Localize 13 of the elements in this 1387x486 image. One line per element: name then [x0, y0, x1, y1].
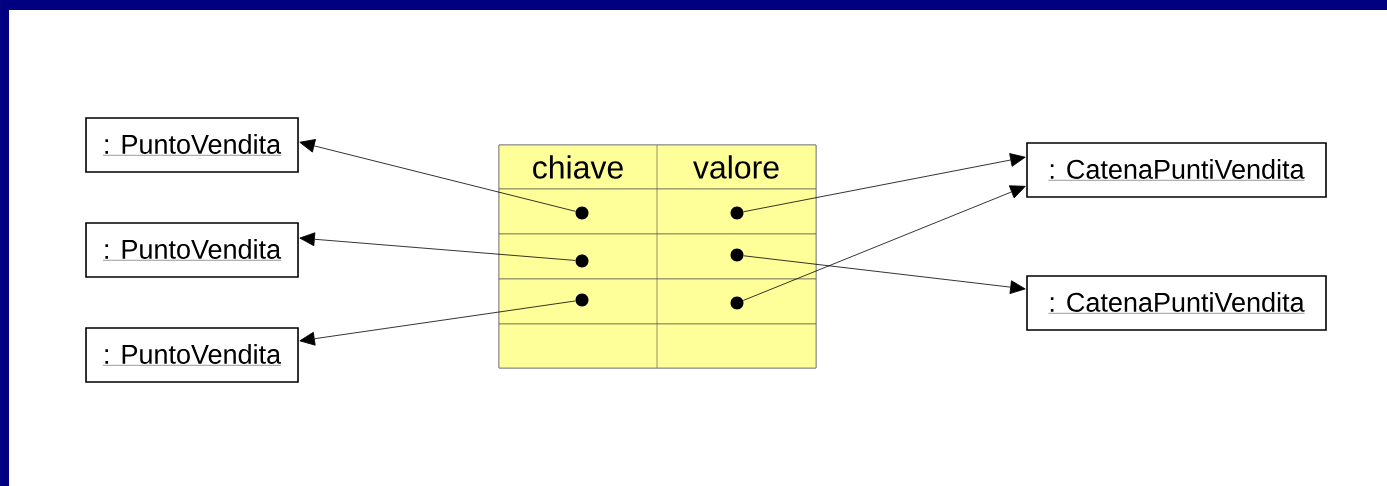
- arrow: [743, 153, 1026, 213]
- column-header: chiave: [533, 155, 623, 179]
- arrow: [299, 300, 576, 346]
- arrow: [299, 139, 576, 212]
- object-box: : PuntoVendita: [85, 117, 299, 173]
- arrow: [742, 185, 1026, 301]
- object-box: : PuntoVendita: [85, 222, 299, 278]
- column-header: valore: [693, 155, 779, 179]
- arrow: [299, 232, 576, 261]
- arrow: [743, 255, 1026, 294]
- object-box: : PuntoVendita: [85, 327, 299, 383]
- object-box: : CatenaPuntiVendita: [1026, 142, 1327, 198]
- object-box: : CatenaPuntiVendita: [1026, 275, 1327, 331]
